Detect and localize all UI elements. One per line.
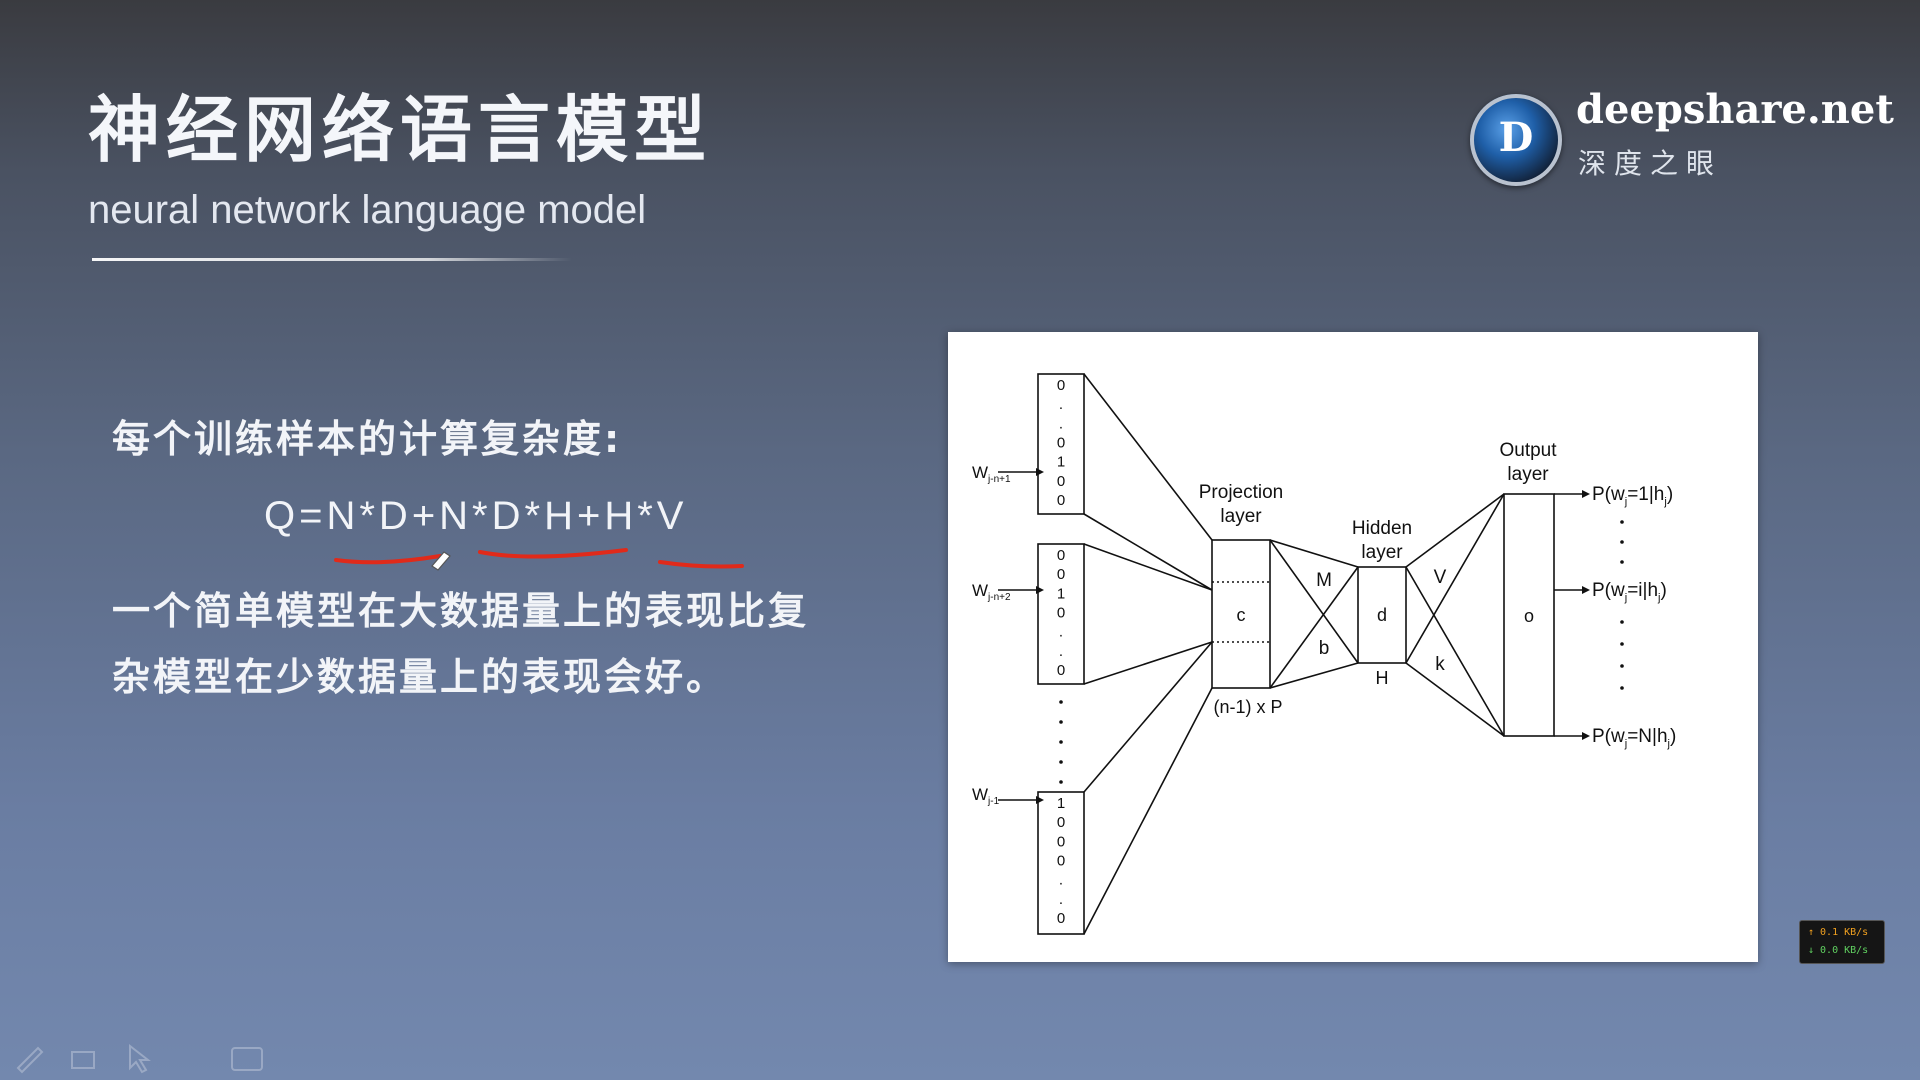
input-digits-2: 0 0 1 0.. 0 [1057,547,1065,679]
download-speed: ↓ 0.0 KB/s [1808,945,1869,956]
output-ellipsis [1620,520,1624,690]
presenter-toolbar [16,1043,263,1074]
input-digit: 0 [1057,910,1065,927]
eraser-icon [71,1051,95,1069]
input-vector-1 [1037,373,1085,515]
weight-v: V [1434,567,1447,588]
input-label-3: Wj-1 [972,785,1000,807]
input-digit: . [1059,415,1063,432]
input-digits-3: 1 0 0 0.. 0 [1057,795,1065,927]
input-digit: 1 [1057,795,1065,812]
complexity-heading: 每个训练样本的计算复杂度: [112,417,623,461]
input-digit: 0 [1057,492,1065,509]
brand-subtitle: 深度之眼 [1578,147,1723,180]
input-digit: 1 [1057,585,1065,602]
brand-logo-icon: D [1470,94,1562,186]
underline-hv [658,560,744,569]
input-digit: 1 [1057,454,1065,471]
projection-box [1211,539,1271,689]
pen-icon [16,1046,44,1074]
input-label-2: Wj-n+2 [972,581,1011,603]
slide-title-cn: 神经网络语言模型 [88,88,713,172]
pointer-icon [129,1043,151,1074]
slide-title-en: neural network language model [88,188,647,232]
hidden-title-2: layer [1361,542,1403,563]
brand-logo-letter: D [1498,114,1534,161]
weight-b: b [1319,638,1330,659]
projection-title-1: Projection [1199,482,1284,503]
projection-title-2: layer [1220,506,1262,527]
body-text-line-1: 一个简单模型在大数据量上的表现比复 [112,589,810,633]
screen-icon [231,1047,263,1071]
weight-m: M [1316,570,1332,591]
body-text-line-2: 杂模型在少数据量上的表现会好。 [112,655,728,699]
output-title-2: layer [1507,464,1549,485]
projection-size: (n-1) x P [1213,697,1282,717]
input-digit: 0 [1057,853,1065,870]
output-cell: o [1524,606,1534,626]
hidden-cell: d [1377,605,1387,625]
upload-speed: ↑ 0.1 KB/s [1808,927,1869,938]
nnlm-diagram: 0.. 0 1 0 0 0 0 1 0.. 0 1 0 0 0.. 0 Wj-n+1 Wj-n+2 Wj… [948,332,1758,962]
input-vector-2 [1037,543,1085,685]
input-digit: . [1059,624,1063,641]
underline-ndh [478,548,628,559]
input-label-1: Wj-n+1 [972,463,1011,485]
input-digit: . [1059,643,1063,660]
weight-k: k [1435,654,1445,675]
nnlm-diagram-svg: 0.. 0 1 0 0 0 0 1 0.. 0 1 0 0 0.. 0 Wj-n+1 Wj-n+2 Wj… [972,373,1676,935]
input-digit: 0 [1057,662,1065,679]
hidden-box [1357,566,1407,664]
input-digit: 0 [1057,814,1065,831]
output-prob-n: P(wj=N|hj) [1592,726,1676,750]
underline-nd [334,554,442,565]
input-digit: 0 [1057,473,1065,490]
network-speed-widget: ↑ 0.1 KB/s ↓ 0.0 KB/s [1799,920,1885,964]
input-digit: . [1059,396,1063,413]
hidden-title-1: Hidden [1352,518,1412,539]
brand-name: deepshare.net [1576,86,1894,133]
input-digit: 0 [1057,547,1065,564]
input-digit: 0 [1057,377,1065,394]
complexity-formula: Q=N*D+N*D*H+H*V [264,494,688,538]
input-digit: 0 [1057,833,1065,850]
input-vector-3 [1037,791,1085,935]
input-digits-1: 0.. 0 1 0 0 [1057,377,1065,509]
projection-cell: c [1237,605,1246,625]
input-digit: . [1059,891,1063,908]
pen-cursor-icon [431,551,451,571]
input-digit: 0 [1057,435,1065,452]
hidden-size: H [1376,668,1389,688]
output-box [1503,493,1555,737]
output-title-1: Output [1499,440,1557,461]
input-digit: 0 [1057,605,1065,622]
input-ellipsis [1059,700,1063,784]
input-digit: 0 [1057,566,1065,583]
input-digit: . [1059,872,1063,889]
output-prob-i: P(wj=i|hj) [1592,580,1667,604]
output-prob-1: P(wj=1|hj) [1592,484,1673,508]
title-divider [92,258,572,261]
